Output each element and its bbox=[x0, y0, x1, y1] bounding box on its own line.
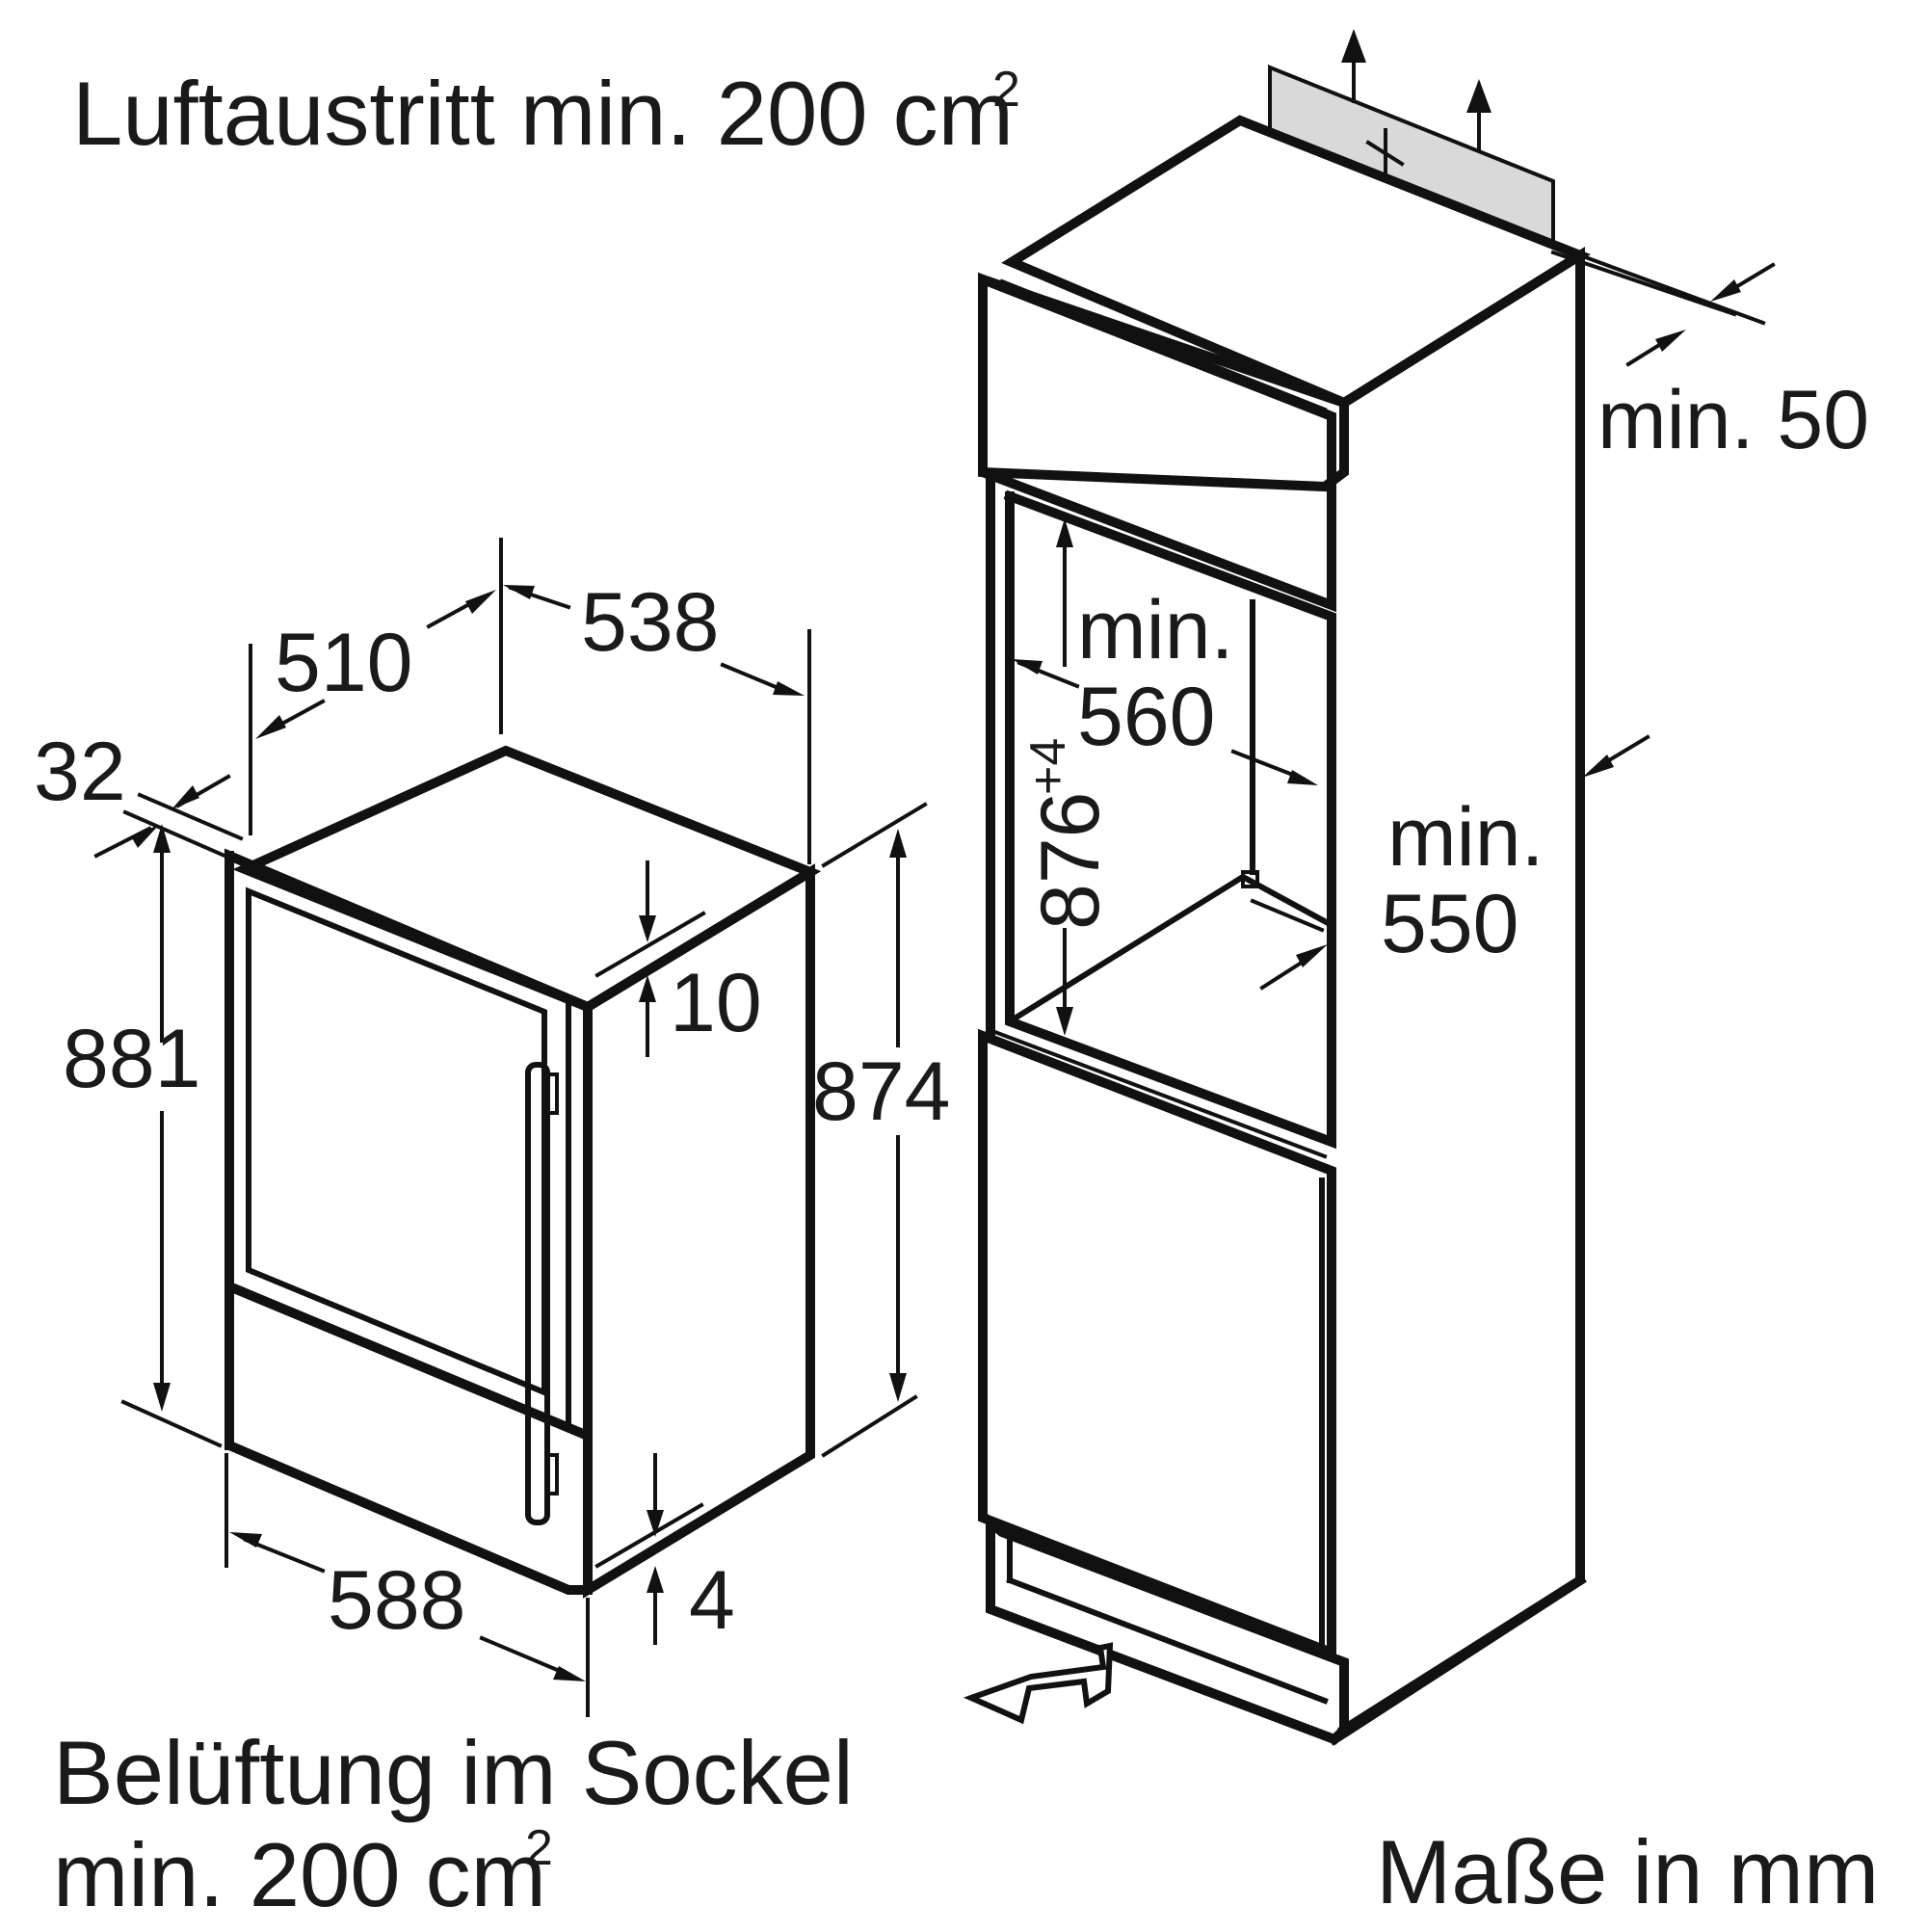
niche-corner bbox=[1241, 870, 1259, 888]
dim-560-line2: 560 bbox=[1077, 671, 1216, 763]
dim-560-arrow-right bbox=[1287, 770, 1318, 785]
plinth-ventilation-line1: Belüftung im Sockel bbox=[53, 1722, 854, 1823]
plinth-ventilation-superscript: 2 bbox=[525, 1820, 553, 1876]
dim-min-50-value: min. 50 bbox=[1597, 374, 1869, 466]
dim-881-value: 881 bbox=[63, 1013, 201, 1105]
dim-881-ext-bottom bbox=[120, 1399, 223, 1448]
dim-550-ext bbox=[1250, 898, 1325, 933]
dim-550-line2: 550 bbox=[1381, 878, 1519, 970]
plinth-air-inlet-arrow bbox=[963, 1642, 1114, 1725]
dim-4-value: 4 bbox=[689, 1554, 735, 1647]
dim-4-arrow-top bbox=[647, 1510, 664, 1537]
handle-top-mount bbox=[545, 1072, 559, 1115]
dim-510-arrow-right bbox=[465, 590, 496, 614]
dim-588-line-right bbox=[479, 1635, 571, 1678]
plinth-inner-line bbox=[1006, 1576, 1329, 1705]
dim-32-arrow-b bbox=[131, 825, 159, 848]
lower-door-highlight bbox=[990, 1028, 1328, 1159]
dim-874-value: 874 bbox=[812, 1045, 951, 1138]
upper-cabinet-front-edge bbox=[978, 273, 1349, 492]
dim-50-ext-bottom bbox=[1550, 250, 1737, 317]
dim-881-arrow-bottom bbox=[153, 1383, 171, 1412]
dim-32-arrow-a bbox=[172, 785, 199, 809]
air-outlet-text: Luftaustritt min. 200 cm bbox=[72, 63, 1014, 164]
niche-opening bbox=[1003, 490, 1336, 1150]
dim-538-value: 538 bbox=[581, 576, 720, 669]
dim-32-ext-bottom bbox=[122, 809, 227, 859]
air-outlet-superscript: 2 bbox=[992, 62, 1020, 118]
dim-32-value: 32 bbox=[34, 726, 126, 818]
dim-876-arrow-top bbox=[1056, 518, 1073, 547]
air-arrow-1-head bbox=[1341, 29, 1366, 63]
handle-bottom-mount bbox=[545, 1453, 559, 1495]
dim-876-arrow-bottom bbox=[1056, 1007, 1073, 1036]
dim-32-ext-top bbox=[137, 792, 244, 841]
plinth-ventilation-line2: min. 200 cm bbox=[53, 1824, 546, 1925]
dim-874-ext-bottom bbox=[821, 1394, 918, 1458]
dim-588-value: 588 bbox=[328, 1554, 466, 1647]
dim-881-arrow-top bbox=[153, 824, 171, 853]
dim-10-arrow-top bbox=[639, 915, 656, 942]
upper-door-highlight bbox=[999, 278, 1328, 412]
dim-4-ext bbox=[594, 1502, 704, 1569]
dim-876-value: 876 bbox=[1024, 792, 1117, 931]
dim-10-arrow-bottom bbox=[639, 975, 656, 1002]
dim-588-arrow-right bbox=[553, 1666, 586, 1681]
dim-550-line1: min. bbox=[1387, 791, 1544, 884]
dim-550-arrow-top bbox=[1582, 754, 1614, 778]
dim-510-arrow-left bbox=[255, 715, 286, 739]
dim-874-arrow-top bbox=[889, 829, 907, 858]
units-note: Maße in mm bbox=[1376, 1821, 1879, 1922]
appliance-side-face bbox=[583, 863, 815, 1599]
dim-874-arrow-bottom bbox=[889, 1373, 907, 1402]
dim-4-arrow-bottom bbox=[647, 1566, 664, 1593]
appliance-door-bottom bbox=[224, 1282, 593, 1595]
cabinet-right-side bbox=[1337, 246, 1585, 1736]
plinth-ventilation-label: Belüftung im Sockel min. 200 cm 2 bbox=[53, 1722, 854, 1925]
dim-50-arrow-b bbox=[1655, 330, 1686, 352]
appliance-door-frame bbox=[224, 848, 593, 1443]
air-outlet-label: Luftaustritt min. 200 cm 2 bbox=[72, 62, 1020, 164]
appliance-drawing: 32 510 538 881 874 bbox=[34, 538, 951, 1717]
plinth bbox=[986, 1512, 1349, 1745]
dim-550-arrow-bottom bbox=[1296, 944, 1328, 967]
cabinet-drawing: min. 50 min. 560 876 +4 min. 550 bbox=[963, 29, 1869, 1746]
dim-876-label: 876 +4 bbox=[1020, 738, 1117, 930]
dim-10-value: 10 bbox=[670, 957, 762, 1049]
dim-874-ext-top bbox=[821, 802, 928, 868]
cabinet-bottom-edge bbox=[1328, 1574, 1587, 1746]
dim-588-arrow-left bbox=[229, 1532, 262, 1548]
air-outlet-vent-panel bbox=[1268, 65, 1555, 249]
upper-cabinet-door bbox=[978, 272, 1336, 613]
dim-538-line-right bbox=[720, 662, 783, 692]
dim-560-line1: min. bbox=[1077, 584, 1233, 676]
dim-510-value: 510 bbox=[275, 617, 413, 709]
dim-588-line-left bbox=[243, 1537, 326, 1574]
air-arrow-2-head bbox=[1466, 79, 1491, 113]
door-handle bbox=[525, 1062, 550, 1525]
dim-50-arrow-a bbox=[1710, 279, 1741, 302]
lower-cabinet-door bbox=[978, 1028, 1336, 1660]
dim-560-arrow-left bbox=[1012, 659, 1043, 675]
dim-876-tolerance: +4 bbox=[1020, 738, 1076, 795]
dim-538-arrow-left bbox=[503, 585, 535, 599]
dim-10-ext bbox=[594, 911, 706, 978]
dim-538-arrow-right bbox=[773, 681, 805, 696]
